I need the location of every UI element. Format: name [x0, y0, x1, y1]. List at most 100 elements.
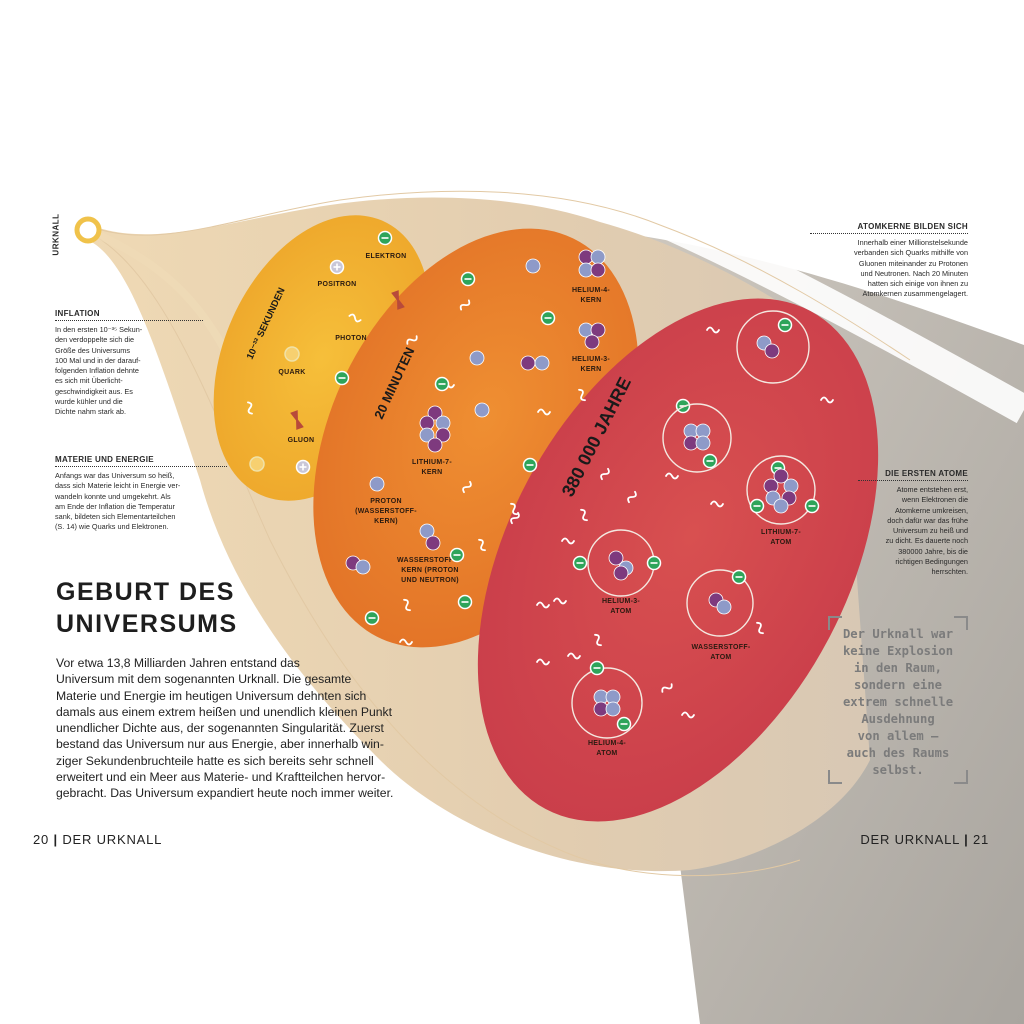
gluon-icon: [290, 410, 304, 430]
box-inflation-title: INFLATION: [55, 309, 100, 318]
label-h-atom-2: ATOM: [710, 654, 731, 661]
neutron-icon: [355, 559, 371, 575]
minus-sign-icon: [544, 317, 552, 319]
minus-sign-icon: [706, 460, 714, 462]
box-inflation-body: In den ersten 10⁻³⁵ Sekun-den verdoppelt…: [55, 325, 143, 417]
neutron-icon: [534, 355, 550, 371]
minus-sign-icon: [679, 405, 687, 407]
quark-icon: [249, 456, 265, 472]
minus-sign-icon: [753, 505, 761, 507]
photon-icon: [681, 711, 695, 719]
label-he4-kern-2: KERN: [580, 297, 601, 304]
photon-icon: [403, 598, 411, 612]
proton-icon: [773, 468, 789, 484]
proton-icon: [613, 565, 629, 581]
neutron-icon: [590, 249, 606, 265]
label-positron: POSITRON: [318, 281, 357, 288]
box-atomkerne: ATOMKERNE BILDEN SICH Innerhalb einer Mi…: [810, 222, 968, 300]
photon-icon: [406, 335, 418, 345]
page-number-right: 21: [972, 832, 989, 847]
box-atome-title: DIE ERSTEN ATOME: [885, 469, 968, 478]
label-h2-kern-2: KERN (PROTON: [401, 567, 459, 574]
photon-icon: [567, 652, 581, 660]
label-h2-kern-3: UND NEUTRON): [401, 577, 459, 584]
chapter-side-label: URKNALL: [51, 213, 61, 256]
neutron-icon: [369, 476, 385, 492]
minus-sign-icon: [381, 237, 389, 239]
neutron-icon: [419, 523, 435, 539]
minus-sign-icon: [338, 377, 346, 379]
electron-orbit: [736, 310, 810, 384]
label-li7-atom-1: LITHIUM-7-: [761, 529, 801, 536]
photon-icon: [580, 508, 588, 522]
intro-paragraph: Vor etwa 13,8 Milliarden Jahren entstand…: [56, 656, 394, 801]
photon-icon: [510, 502, 518, 516]
photon-icon: [510, 511, 520, 525]
quark-icon: [284, 346, 300, 362]
label-proton-3: KERN): [374, 518, 398, 525]
photon-icon: [627, 490, 637, 504]
photon-icon: [578, 388, 586, 402]
neutron-icon: [469, 350, 485, 366]
box-materie-energie: MATERIE UND ENERGIE Anfangs war das Univ…: [55, 455, 227, 533]
photon-icon: [600, 467, 610, 481]
box-atomkerne-title: ATOMKERNE BILDEN SICH: [857, 222, 968, 231]
neutron-icon: [605, 701, 621, 717]
label-proton-1: PROTON: [370, 498, 402, 505]
photon-icon: [348, 313, 362, 323]
footer-left: 20 | DER URKNALL: [33, 832, 163, 847]
photon-icon: [665, 472, 679, 480]
running-head-right: DER URKNALL: [860, 832, 960, 847]
photon-icon: [478, 538, 486, 552]
minus-sign-icon: [808, 505, 816, 507]
neutron-icon: [773, 498, 789, 514]
photon-icon: [399, 638, 413, 646]
neutron-icon: [525, 258, 541, 274]
label-he3-kern-2: KERN: [580, 366, 601, 373]
label-he4-atom-2: ATOM: [596, 750, 617, 757]
label-gluon: GLUON: [288, 437, 315, 444]
electron-orbit: [571, 667, 643, 739]
label-proton-2: (WASSERSTOFF-: [355, 508, 417, 515]
minus-sign-icon: [464, 278, 472, 280]
label-li7-kern-2: KERN: [421, 469, 442, 476]
electron-orbit: [746, 455, 816, 525]
minus-sign-icon: [781, 324, 789, 326]
page-title: GEBURT DES UNIVERSUMS: [56, 578, 238, 638]
photon-icon: [561, 537, 575, 545]
proton-icon: [435, 427, 451, 443]
photon-icon: [706, 326, 720, 334]
box-ersten-atome: DIE ERSTEN ATOME Atome entstehen erst,we…: [858, 469, 968, 578]
minus-sign-icon: [453, 554, 461, 556]
proton-icon: [425, 535, 441, 551]
neutron-icon: [419, 427, 435, 443]
box-materie-title: MATERIE UND ENERGIE: [55, 455, 154, 464]
label-h-atom-1: WASSERSTOFF-: [691, 644, 750, 651]
box-materie-body: Anfangs war das Universum so heiß,dass s…: [55, 471, 181, 532]
photon-icon: [594, 633, 602, 647]
running-head-left: DER URKNALL: [62, 832, 163, 847]
proton-icon: [427, 405, 443, 421]
box-inflation: INFLATION In den ersten 10⁻³⁵ Sekun-den …: [55, 309, 203, 418]
minus-sign-icon: [650, 562, 658, 564]
proton-icon: [520, 355, 536, 371]
label-he4-atom-1: HELIUM-4-: [588, 740, 626, 747]
minus-sign-icon: [774, 467, 782, 469]
minus-sign-icon: [526, 464, 534, 466]
minus-sign-icon: [368, 617, 376, 619]
photon-icon: [756, 621, 764, 635]
proton-icon: [764, 343, 780, 359]
singularity-ring: [74, 216, 102, 244]
proton-icon: [590, 322, 606, 338]
label-he3-kern-1: HELIUM-3-: [572, 356, 610, 363]
label-quark: QUARK: [278, 369, 305, 376]
label-h2-kern-1: WASSERSTOFF-2-: [397, 557, 463, 564]
proton-icon: [608, 550, 624, 566]
neutron-icon: [695, 435, 711, 451]
electron-orbit: [686, 569, 754, 637]
minus-sign-icon: [593, 667, 601, 669]
